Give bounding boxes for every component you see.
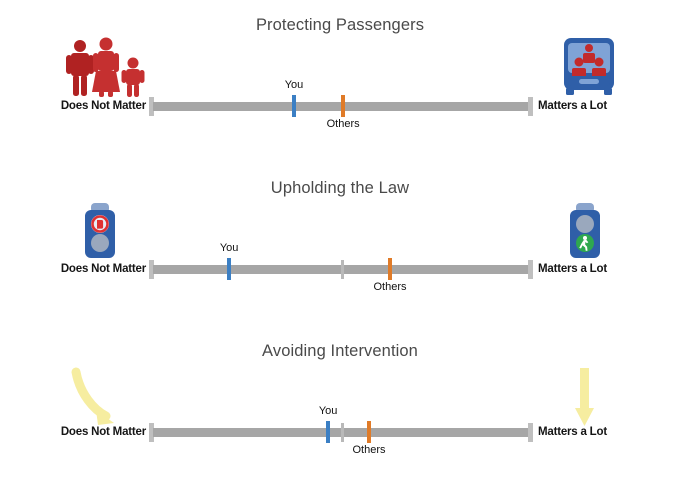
midpoint-tick <box>340 423 344 442</box>
others-marker-label: Others <box>326 118 360 130</box>
others-marker-label: Others <box>352 444 386 456</box>
traffic-light-green-icon <box>565 203 605 265</box>
you-marker[interactable] <box>227 258 232 280</box>
track-cap-right <box>528 260 533 279</box>
panel-upholding-the-law: Upholding the Law Does Not Matter Matter… <box>0 163 680 326</box>
scale-right-label: Matters a Lot <box>538 426 607 438</box>
track-cap-right <box>528 423 533 442</box>
track-cap-right <box>528 97 533 116</box>
curved-arrow-icon <box>68 366 132 428</box>
track-cap-left <box>149 260 154 279</box>
slider-track[interactable] <box>153 102 528 111</box>
you-marker-label: You <box>219 242 239 254</box>
others-marker-label: Others <box>373 281 407 293</box>
panel-title: Protecting Passengers <box>255 16 425 34</box>
traffic-light-red-icon <box>80 203 120 265</box>
straight-arrow-down-icon <box>572 366 598 428</box>
others-marker[interactable] <box>388 258 392 280</box>
panel-protecting-passengers: Protecting Passengers <box>0 0 680 163</box>
scale-left-label: Does Not Matter <box>60 100 146 112</box>
scale-right-label: Matters a Lot <box>538 263 607 275</box>
panel-title: Avoiding Intervention <box>262 342 418 360</box>
scale-left-label: Does Not Matter <box>60 426 146 438</box>
bus-with-passengers-icon <box>558 36 620 98</box>
you-marker[interactable] <box>326 421 331 443</box>
you-marker-label: You <box>284 79 304 91</box>
track-cap-left <box>149 423 154 442</box>
midpoint-tick <box>340 260 344 279</box>
panel-title: Upholding the Law <box>270 179 410 197</box>
you-marker[interactable] <box>292 95 296 117</box>
scale-left-label: Does Not Matter <box>60 263 146 275</box>
family-icon <box>62 36 150 98</box>
track-cap-left <box>149 97 154 116</box>
panel-avoiding-intervention: Avoiding Intervention Does Not Matter Ma… <box>0 326 680 489</box>
others-marker[interactable] <box>367 421 371 443</box>
others-marker[interactable] <box>341 95 346 117</box>
scale-right-label: Matters a Lot <box>538 100 607 112</box>
you-marker-label: You <box>318 405 338 417</box>
